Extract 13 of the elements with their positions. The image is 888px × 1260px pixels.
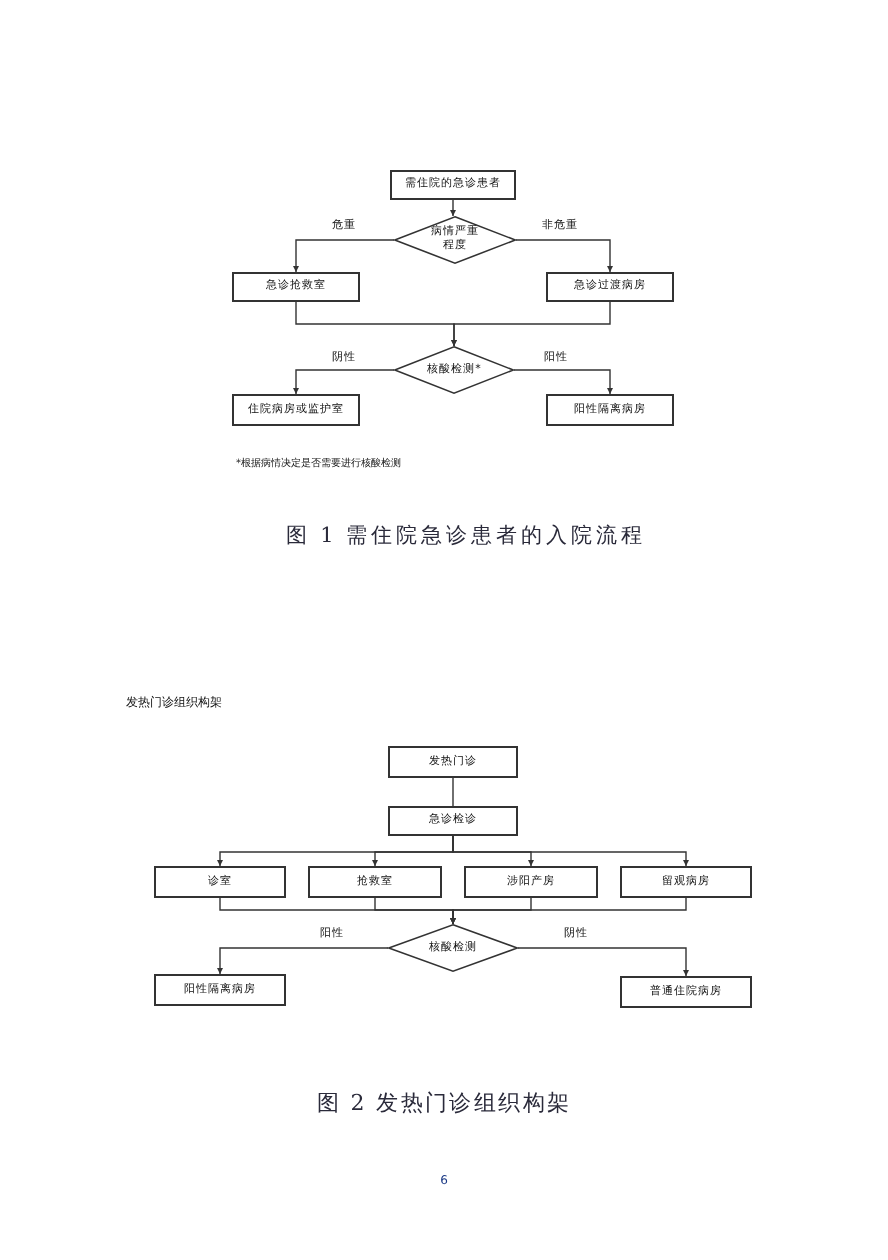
arrow	[217, 947, 389, 975]
arrow	[513, 369, 613, 395]
arrow	[515, 239, 613, 273]
figure-caption: 图 2 发热门诊组织构架	[316, 1088, 572, 1118]
arrow	[517, 947, 689, 977]
arrow	[452, 835, 689, 867]
figure-caption: 图 1 需住院急诊患者的入院流程	[285, 522, 647, 550]
arrow	[293, 239, 395, 273]
connector-line	[452, 777, 454, 807]
arrow	[451, 301, 611, 347]
arrow	[293, 369, 395, 395]
arrow	[450, 199, 456, 217]
arrow	[450, 897, 687, 925]
